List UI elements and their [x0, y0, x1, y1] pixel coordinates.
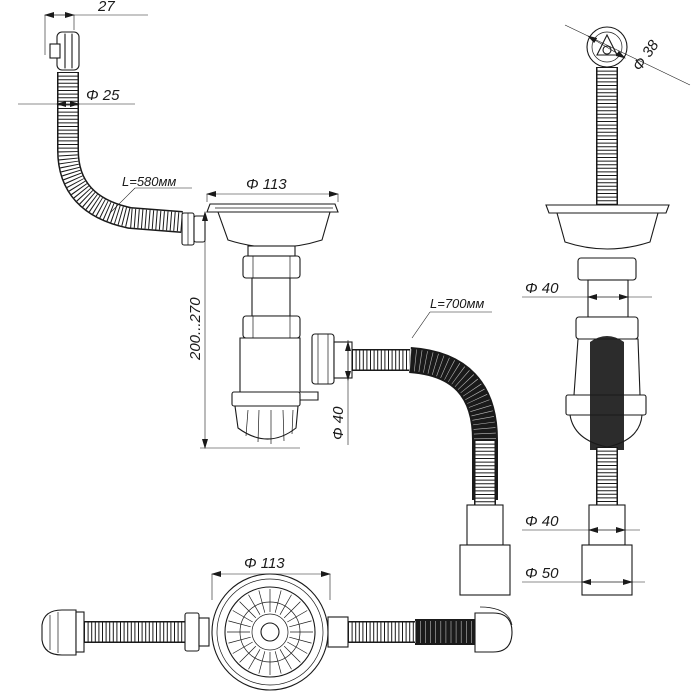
strainer-slot [279, 649, 292, 670]
front-lower-nut [575, 316, 639, 340]
outlet-nut [311, 333, 353, 385]
overflow-head [49, 31, 80, 71]
dim-bowl-diameter-plan: Φ 113 [244, 555, 285, 572]
strainer-slot [239, 645, 257, 663]
strainer-slot [232, 641, 253, 654]
strainer-slot [258, 651, 266, 674]
front-hose-end-small [588, 504, 626, 546]
dim-height-range: 200...270 [187, 297, 204, 361]
strainer-bowl [206, 203, 339, 249]
upper-nut [242, 245, 301, 279]
dim-overflow-top-diameter: Φ 38 [629, 37, 662, 75]
strainer-slot [232, 610, 253, 623]
strainer-slot [228, 620, 251, 628]
side-view [49, 31, 511, 596]
strainer-slot [287, 641, 308, 654]
strainer-slot [248, 594, 261, 615]
strainer-slot [289, 636, 312, 644]
dimension-labels: 27 Φ 25 L=580мм Φ 113 200...270 Φ 40 L=7… [86, 0, 663, 582]
plan-hose-end [474, 606, 513, 653]
strainer-slot [239, 601, 257, 619]
front-bowl [545, 204, 670, 250]
strainer-slot [283, 601, 301, 619]
strainer-slot [287, 610, 308, 623]
plan-overflow-collar [198, 617, 210, 647]
dim-overflow-hose-length: L=580мм [122, 174, 176, 189]
dim-outlet-diameter-side: Φ 40 [330, 406, 347, 440]
dim-pipe-diameter-right: Φ 40 [525, 280, 559, 297]
dim-hose-end-inner: Φ 40 [525, 513, 559, 530]
plan-overflow-nut [184, 612, 200, 652]
dim-overflow-offset: 27 [97, 0, 115, 15]
dim-drain-hose-length: L=700мм [430, 296, 484, 311]
dim-hose-end-outer: Φ 50 [525, 565, 559, 582]
front-trap [565, 336, 647, 450]
hose-end [459, 504, 511, 596]
vertical-pipe [251, 277, 291, 317]
front-pipe [587, 279, 629, 318]
overflow-nut [181, 212, 206, 246]
plan-outlet-pipe [327, 616, 349, 648]
dimension-lines [18, 12, 691, 600]
bottle-trap [231, 337, 319, 444]
strainer-slot [248, 649, 261, 670]
front-hose-end-large [581, 544, 633, 596]
strainer-slot [274, 590, 282, 613]
front-upper-nut [577, 257, 637, 281]
strainer-slot [258, 590, 266, 613]
plan-strainer [211, 573, 329, 691]
dim-bowl-diameter-side: Φ 113 [246, 176, 287, 193]
front-view [545, 26, 670, 596]
overflow-hose [57, 72, 183, 233]
lower-nut [242, 315, 301, 339]
strainer-slot [228, 636, 251, 644]
strainer-slot [274, 651, 282, 674]
plan-overflow-head [41, 609, 85, 656]
plan-view [41, 573, 513, 691]
strainer-slot [289, 620, 312, 628]
drain-hose [352, 347, 498, 505]
strainer-slot [283, 645, 301, 663]
strainer-slot [279, 594, 292, 615]
dim-overflow-diameter: Φ 25 [86, 87, 120, 104]
